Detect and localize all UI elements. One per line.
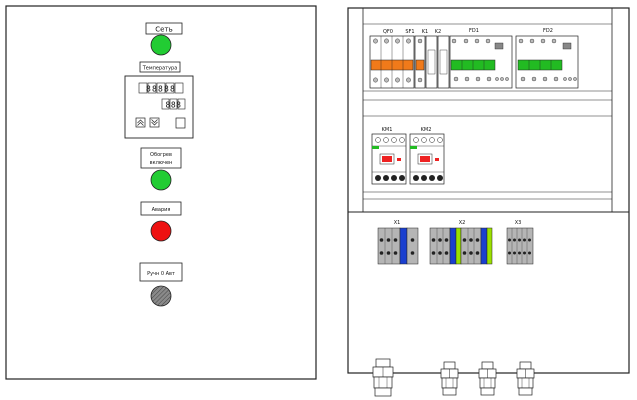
label-heating-line2: включен: [150, 160, 173, 166]
cable-gland-3: [478, 361, 497, 396]
thermo-down-button[interactable]: [149, 117, 160, 128]
label-plate-network: [145, 22, 183, 35]
lamp-network: [150, 34, 172, 56]
label-plate-alarm: [140, 201, 182, 216]
thermo-display-top-value: 88888: [146, 85, 176, 94]
label-x3: X3: [515, 220, 522, 226]
label-plate-mode: [139, 262, 183, 282]
breaker-group-fd1: [449, 35, 513, 89]
contactor-km1: [371, 133, 407, 185]
label-x2: X2: [459, 220, 466, 226]
relay-k1: [425, 35, 438, 89]
label-alarm: Авария: [152, 207, 171, 213]
mode-selector-switch[interactable]: [150, 285, 172, 307]
terminal-block-x3: [506, 227, 534, 265]
label-km2: KM2: [421, 127, 432, 133]
chevron-up-icon: [137, 119, 144, 124]
thermo-display-bottom: 888: [161, 98, 186, 110]
chevron-down-icon: [151, 119, 158, 123]
label-sf1: SF1: [405, 29, 414, 35]
terminal-block-x1: [377, 227, 419, 265]
breaker-sf1: [414, 35, 426, 89]
label-fd1: FD1: [469, 28, 479, 34]
label-km1: KM1: [382, 127, 393, 133]
cable-gland-4: [516, 361, 535, 396]
thermo-display-top: 88888: [138, 82, 184, 94]
cable-gland-1: [372, 358, 394, 397]
lamp-heating: [150, 169, 172, 191]
lamp-alarm: [150, 220, 172, 242]
label-heating-line1: Обогрев: [150, 152, 172, 158]
thermo-display-bottom-value: 888: [166, 101, 182, 110]
thermo-set-button[interactable]: [175, 117, 186, 129]
cable-gland-2: [440, 361, 459, 396]
label-k2: K2: [435, 29, 441, 35]
cabinet-door: Сеть Температура 88888 888: [5, 5, 317, 380]
label-fd2: FD2: [543, 28, 553, 34]
label-x1: X1: [394, 220, 401, 226]
label-plate-heating: [140, 147, 182, 169]
terminal-block-x2: [429, 227, 493, 265]
relay-k2: [437, 35, 450, 89]
thermo-up-button[interactable]: [135, 117, 146, 128]
breaker-group-fd2: [515, 35, 579, 89]
breaker-qf0: [369, 35, 415, 89]
label-plate-temperature: [139, 61, 181, 73]
label-network: Сеть: [155, 26, 172, 34]
mounting-panel: QF0 SF1 K1 K2 FD1 FD2: [347, 7, 630, 374]
label-mode: Ручн 0 Авт: [147, 271, 175, 277]
label-qf0: QF0: [383, 29, 393, 35]
contactor-km2: [409, 133, 445, 185]
label-k1: K1: [422, 29, 428, 35]
label-temperature: Температура: [142, 66, 178, 72]
